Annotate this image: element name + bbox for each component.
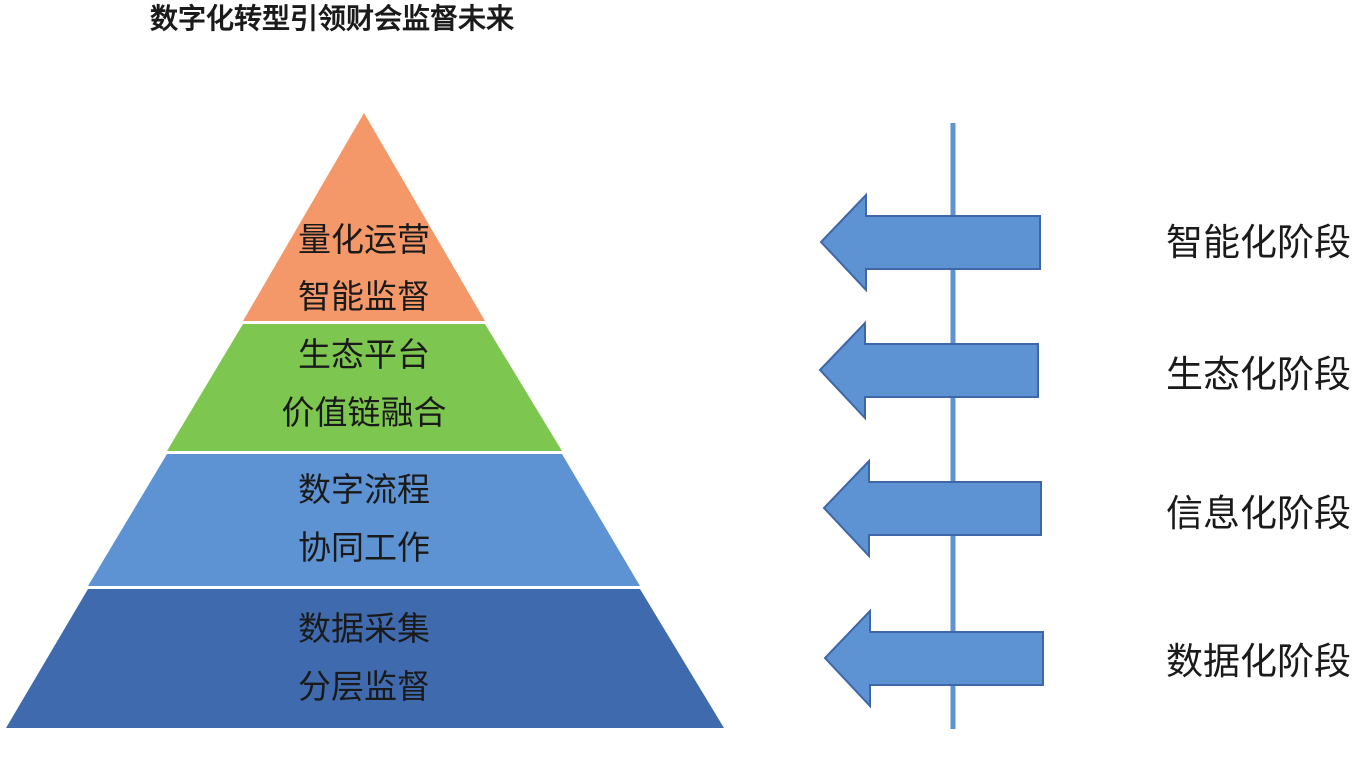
pyramid-layer-third [88,454,640,586]
layer-third-line2: 协同工作 [298,528,430,567]
layer-apex-line2: 智能监督 [298,277,430,316]
pyramid-layer-apex [243,113,485,321]
stage-arrow-ecosystem [818,320,1039,421]
layer-base-line2: 分层监督 [298,667,430,706]
layer-apex-line1: 量化运营 [298,220,430,259]
stage-arrows [818,192,1044,709]
pyramid-layer-base [6,589,724,728]
pyramid-layer-second [167,324,562,451]
layer-third-line1: 数字流程 [298,470,430,509]
stage-label-information: 信息化阶段 [1166,492,1351,535]
layer-second-line1: 生态平台 [298,335,430,374]
stage-label-ecosystem: 生态化阶段 [1166,353,1351,396]
stage-label-intelligent: 智能化阶段 [1166,221,1351,264]
stage-arrow-information [822,458,1042,559]
layer-base-line1: 数据采集 [298,609,430,648]
stage-label-data: 数据化阶段 [1166,640,1351,683]
stage-arrow-data [823,608,1044,709]
stage-arrow-intelligent [819,192,1041,293]
diagram-title: 数字化转型引领财会监督未来 [150,2,514,35]
layer-second-line2: 价值链融合 [282,393,447,432]
pyramid: 量化运营 智能监督 生态平台 价值链融合 数字流程 协同工作 数据采集 分层监督 [6,113,724,728]
